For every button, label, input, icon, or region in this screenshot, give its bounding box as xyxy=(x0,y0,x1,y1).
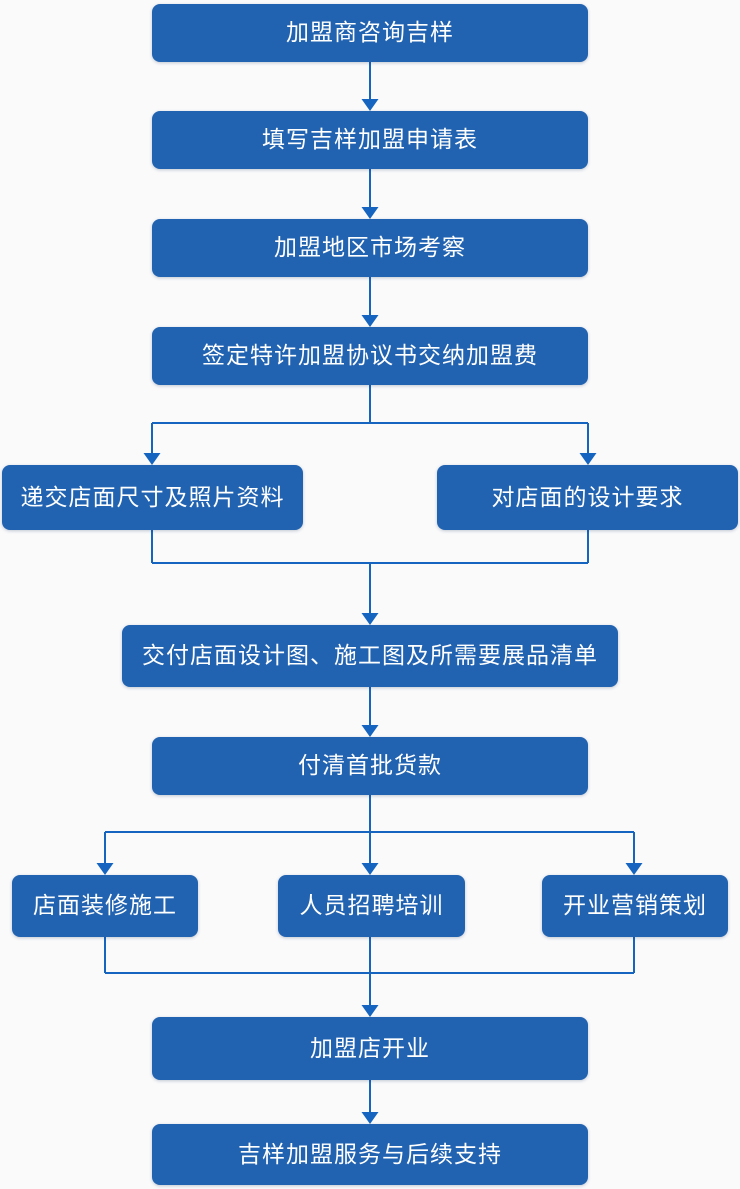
arrow-store-opening-to-support xyxy=(361,1080,379,1124)
arrow-deliver-design-to-first-payment xyxy=(361,687,379,737)
flow-node-consult: 加盟商咨询吉样 xyxy=(152,4,588,62)
flow-node-first-payment: 付清首批货款 xyxy=(152,737,588,795)
arrow-market-survey-to-sign-agreement xyxy=(361,277,379,327)
flow-node-follow-up-support: 吉样加盟服务与后续支持 xyxy=(152,1124,588,1185)
merge-three-way xyxy=(104,937,635,1017)
flow-node-application-form: 填写吉样加盟申请表 xyxy=(152,111,588,169)
split-three-way xyxy=(96,795,643,875)
merge-two-way xyxy=(151,530,589,625)
flow-node-store-renovation: 店面装修施工 xyxy=(12,875,198,937)
flow-node-market-survey: 加盟地区市场考察 xyxy=(152,219,588,277)
arrow-consult-to-application xyxy=(361,62,379,111)
flow-node-store-opening: 加盟店开业 xyxy=(152,1017,588,1080)
flow-node-staff-recruitment: 人员招聘培训 xyxy=(278,875,465,937)
flow-node-deliver-design: 交付店面设计图、施工图及所需要展品清单 xyxy=(122,625,618,687)
flow-node-design-requirements: 对店面的设计要求 xyxy=(437,465,738,530)
flow-node-sign-agreement: 签定特许加盟协议书交纳加盟费 xyxy=(152,327,588,385)
flow-node-submit-store-info: 递交店面尺寸及照片资料 xyxy=(2,465,303,530)
flow-node-opening-marketing: 开业营销策划 xyxy=(542,875,728,937)
split-two-way xyxy=(143,385,597,465)
arrow-application-to-market-survey xyxy=(361,169,379,219)
